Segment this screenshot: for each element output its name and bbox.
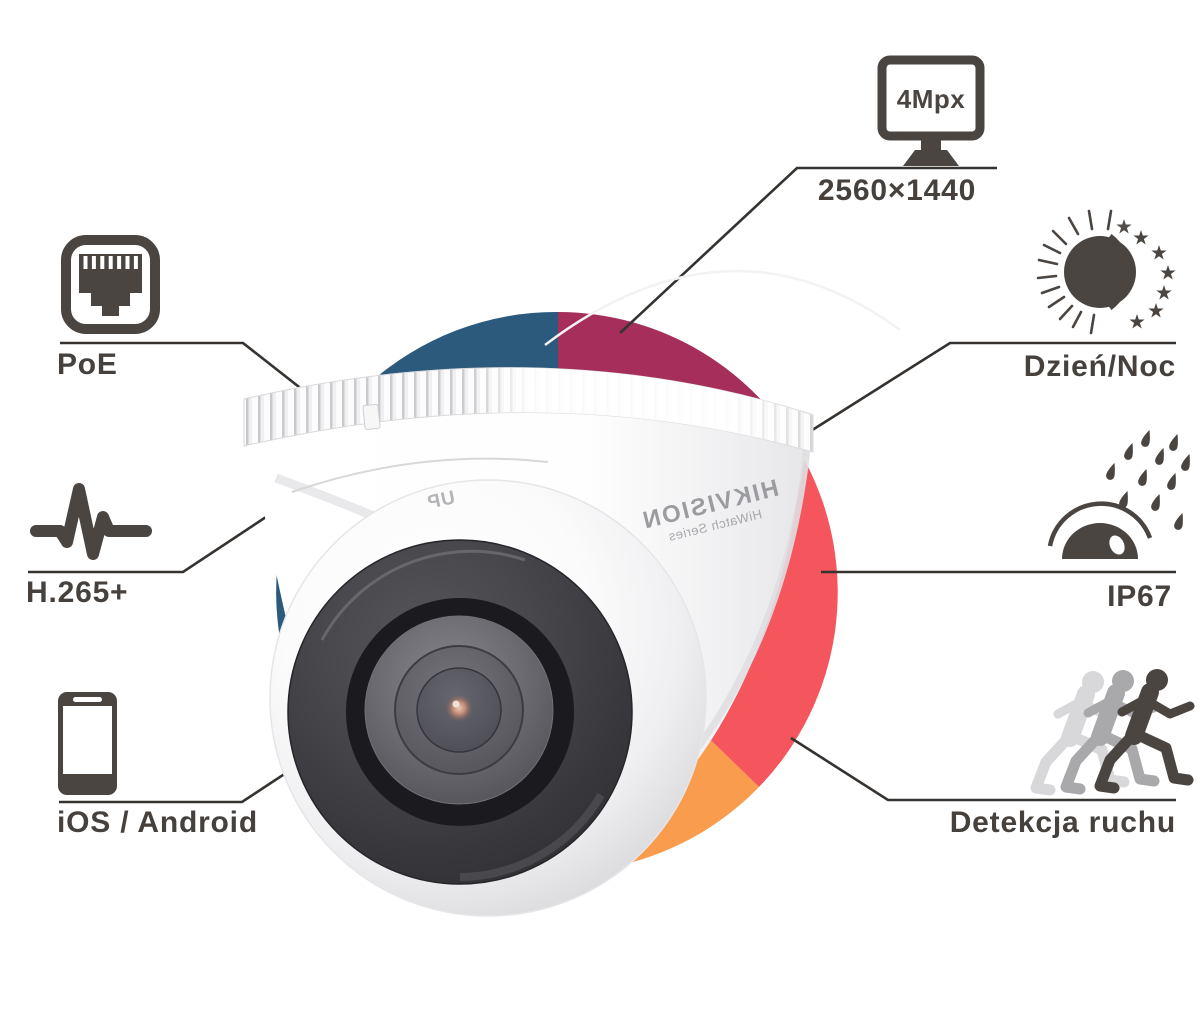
callout-line-day-night (805, 341, 1176, 436)
ethernet-rj45-icon (61, 235, 160, 334)
camera-crown (243, 367, 814, 453)
callout-line-motion (790, 736, 1176, 802)
feature-label-mobile: iOS / Android (57, 806, 258, 839)
feature-label-resolution: 2560×1440 (817, 174, 977, 207)
weatherproof-rain-icon (1047, 430, 1190, 559)
callout-line-poe (60, 341, 309, 396)
camera-image (243, 269, 901, 917)
feature-label-motion: Detekcja ruchu (949, 806, 1176, 839)
motion-detection-icon (1036, 669, 1190, 790)
day-night-icon (1036, 209, 1176, 335)
feature-label-ip67: IP67 (1107, 580, 1172, 613)
callout-line-h265 (28, 515, 267, 574)
camera-lens (287, 539, 633, 885)
feature-label-h265: H.265+ (26, 576, 129, 609)
feature-label-poe: PoE (57, 348, 118, 381)
monitor-icon (877, 55, 985, 166)
feature-label-day-night: Dzień/Noc (1023, 350, 1176, 383)
smartphone-icon (58, 692, 117, 795)
callout-lines (28, 166, 1176, 804)
monitor-icon-label: 4Mpx (896, 84, 966, 114)
codec-waveform-icon (30, 483, 152, 560)
raindrops (1106, 430, 1190, 530)
